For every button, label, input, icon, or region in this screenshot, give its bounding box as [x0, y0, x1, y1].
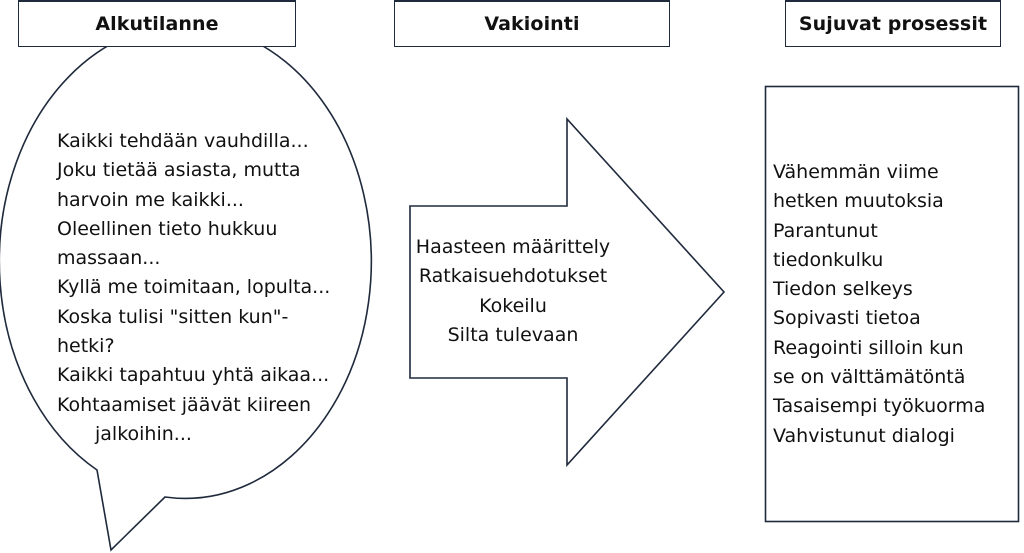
bubble-line: Koska tulisi "sitten kun"-	[57, 305, 289, 328]
header-alkutilanne: Alkutilanne	[18, 0, 296, 47]
outcome-line: Tiedon selkeys	[773, 278, 913, 301]
outcome-line: Parantunut	[773, 219, 878, 242]
bubble-line: Kohtaamiset jäävät kiireen	[57, 393, 312, 416]
bubble-line: hetki?	[57, 335, 115, 358]
bubble-line: massaan...	[57, 247, 161, 270]
bubble-line: Joku tietää asiasta, mutta	[57, 159, 301, 182]
outcome-line: Vähemmän viime	[773, 161, 939, 183]
outcome-line: Tasaisempi työkuorma	[773, 395, 986, 418]
arrow-text: Haasteen määrittely Ratkaisuehdotukset K…	[410, 233, 616, 350]
arrow-line: Kokeilu	[479, 294, 547, 317]
header-vakiointi: Vakiointi	[394, 0, 670, 47]
process-arrow-shape	[409, 116, 726, 468]
outcome-line: Vahvistunut dialogi	[773, 424, 955, 447]
outcome-line: hetken muutoksia	[773, 190, 944, 213]
outcome-box-shape	[764, 85, 1020, 523]
bubble-line: Kaikki tehdään vauhdilla...	[57, 130, 309, 152]
bubble-line: jalkoihin...	[95, 422, 192, 445]
bubble-line: Kyllä me toimitaan, lopulta...	[57, 276, 331, 299]
speech-bubble-text: Kaikki tehdään vauhdilla... Joku tietää …	[57, 127, 330, 449]
outcome-line: Reagointi silloin kun	[773, 336, 964, 359]
bubble-line: Kaikki tapahtuu yhtä aikaa...	[57, 364, 330, 387]
header-label: Vakiointi	[484, 13, 580, 35]
outcome-line: se on välttämätöntä	[773, 366, 966, 389]
outcome-box-text: Vähemmän viime hetken muutoksia Parantun…	[773, 158, 985, 451]
header-label: Alkutilanne	[95, 13, 219, 35]
bubble-line: Oleellinen tieto hukkuu	[57, 217, 278, 240]
arrow-line: Silta tulevaan	[447, 323, 579, 346]
outcome-line: tiedonkulku	[773, 248, 884, 271]
outcome-line: Sopivasti tietoa	[773, 307, 921, 330]
header-sujuvat-prosessit: Sujuvat prosessit	[785, 0, 1001, 47]
bubble-line: harvoin me kaikki...	[57, 188, 244, 211]
arrow-line: Ratkaisuehdotukset	[418, 265, 608, 288]
arrow-line: Haasteen määrittely	[415, 236, 611, 258]
header-label: Sujuvat prosessit	[798, 13, 988, 35]
